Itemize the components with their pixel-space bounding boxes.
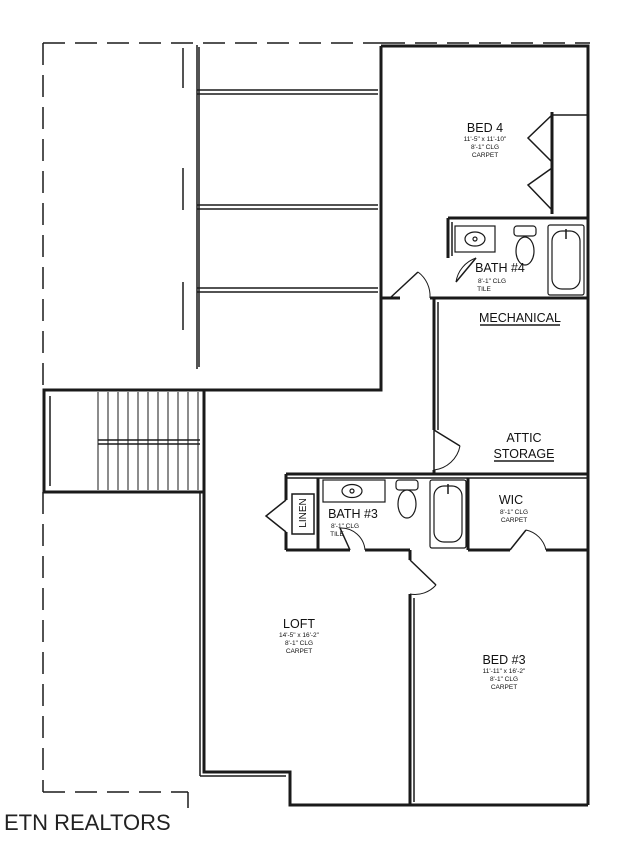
- wic-floor: CARPET: [501, 517, 527, 524]
- attic-line1: ATTIC: [506, 431, 541, 445]
- bed3-dims: 11'-11" x 16'-2": [483, 668, 526, 675]
- room-labels: BED 4 11'-5" x 11'-10" 8'-1" CLG CARPET …: [279, 121, 561, 691]
- watermark: ETN REALTORS: [4, 810, 171, 835]
- bed4-ceiling: 8'-1" CLG: [471, 144, 499, 151]
- loft-floor: CARPET: [286, 648, 312, 655]
- bath4-toilet-bowl: [515, 236, 535, 266]
- bath3-floor: TILE: [330, 531, 344, 538]
- doors: [264, 112, 588, 595]
- bath4-floor: TILE: [477, 286, 491, 293]
- bed3-ceiling: 8'-1" CLG: [490, 676, 518, 683]
- bath3-name: BATH #3: [328, 507, 378, 521]
- bath-fixtures: [322, 224, 585, 549]
- bath3-toilet-bowl: [397, 489, 417, 519]
- mechanical-name: MECHANICAL: [479, 311, 561, 325]
- attic-line2: STORAGE: [494, 447, 555, 461]
- bath4-name: BATH #4: [475, 261, 525, 275]
- bath4-ceiling: 8'-1" CLG: [478, 278, 506, 285]
- bed4-dims: 11'-5" x 11'-10": [464, 136, 507, 143]
- open-to-below-outline: [42, 42, 590, 808]
- bath4-toilet-tank: [513, 225, 537, 237]
- bed3-floor: CARPET: [491, 684, 517, 691]
- framing-lines: [182, 45, 378, 369]
- wic-ceiling: 8'-1" CLG: [500, 509, 528, 516]
- bath3-ceiling: 8'-1" CLG: [331, 523, 359, 530]
- walls: [42, 44, 590, 807]
- bath3-toilet-tank: [395, 479, 419, 491]
- linen-name: LINEN: [298, 498, 309, 527]
- bed4-name: BED 4: [467, 121, 503, 135]
- stairs: [97, 392, 200, 490]
- loft-ceiling: 8'-1" CLG: [285, 640, 313, 647]
- bed4-floor: CARPET: [472, 152, 498, 159]
- loft-name: LOFT: [283, 617, 315, 631]
- wic-name: WIC: [499, 493, 523, 507]
- bed3-name: BED #3: [482, 653, 525, 667]
- loft-dims: 14'-5" x 16'-2": [279, 632, 320, 639]
